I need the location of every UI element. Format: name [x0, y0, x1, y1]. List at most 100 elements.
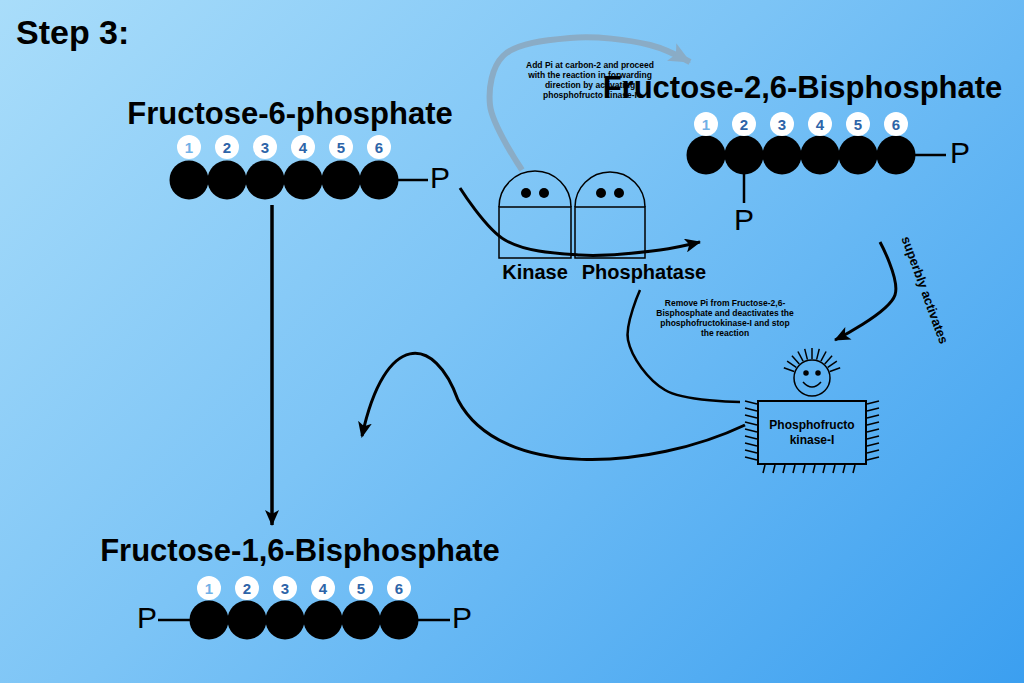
number-badge	[291, 135, 315, 159]
number-badge	[349, 576, 373, 600]
phosphate-label: P	[452, 602, 472, 634]
spike	[867, 436, 879, 439]
molecule-name: Fructose-6-phosphate	[127, 96, 453, 132]
spike	[745, 429, 757, 432]
spike	[817, 349, 820, 360]
carbon-atom	[763, 136, 802, 175]
spike	[823, 465, 825, 473]
carbon-atom	[170, 161, 209, 200]
carbon-atom	[360, 161, 399, 200]
bond	[915, 154, 946, 157]
spike	[828, 361, 837, 367]
number-badge	[329, 135, 353, 159]
carbon-atom	[208, 161, 247, 200]
number-badge	[197, 576, 221, 600]
carbon-atom	[284, 161, 323, 200]
spike	[745, 436, 757, 439]
spike	[745, 401, 757, 404]
number-badge	[367, 135, 391, 159]
phosphate-label: P	[734, 204, 754, 236]
number-badge	[387, 576, 411, 600]
note: Remove Pi from Fructose-2,6-Bisphosphate…	[655, 298, 795, 338]
carbon-atom	[190, 601, 229, 640]
spike	[843, 465, 845, 473]
spike	[745, 457, 757, 460]
callout-number: 6	[395, 580, 403, 597]
phosphate-label: P	[137, 602, 157, 634]
callout-number: 2	[740, 116, 748, 133]
enzyme-dome	[499, 171, 571, 207]
number-badge	[884, 112, 908, 136]
callout-number: 1	[205, 580, 213, 597]
spike	[745, 415, 757, 418]
molecule: Fructose-6-phosphate	[120, 88, 460, 205]
callout-number: 3	[261, 139, 269, 156]
molecule-name: Fructose-2,6-Bisphosphate	[603, 70, 1003, 106]
spike	[821, 352, 826, 362]
callout-number: 6	[892, 116, 900, 133]
callout-number: 6	[375, 139, 383, 156]
number-badges	[177, 135, 391, 159]
spike	[813, 465, 815, 473]
number-badge	[235, 576, 259, 600]
spike	[773, 465, 775, 473]
face	[794, 360, 830, 396]
smile	[803, 382, 821, 387]
molecule-name: Fructose-1,6-Bisphosphate	[100, 533, 500, 569]
callout-number: 5	[337, 139, 345, 156]
spike	[783, 465, 785, 473]
spike	[833, 465, 835, 473]
enzyme: Phosphatase	[573, 170, 715, 290]
spike	[745, 450, 757, 453]
carbon-atom	[839, 136, 878, 175]
spike	[792, 356, 799, 364]
connector	[835, 242, 896, 340]
dot	[539, 188, 549, 198]
enzyme-dots	[521, 188, 624, 198]
callout-number: 5	[854, 116, 862, 133]
enzyme-name: Phosphofructo kinase-I	[763, 418, 861, 448]
callout-number: 2	[223, 139, 231, 156]
carbon-atom	[266, 601, 305, 640]
spike	[867, 408, 879, 411]
connector	[460, 188, 700, 255]
enzyme-name: Phosphatase	[582, 261, 706, 284]
enzyme-box: Phosphofructo kinase-I	[757, 400, 867, 465]
phosphate-label: P	[430, 162, 450, 194]
enzyme: Kinase	[497, 170, 573, 290]
callout-number: 1	[185, 139, 193, 156]
number-badge	[311, 576, 335, 600]
bond	[398, 179, 428, 182]
callout-number: 1	[702, 116, 710, 133]
spike	[867, 443, 879, 446]
spike	[867, 457, 879, 460]
callout-number: 3	[778, 116, 786, 133]
number-badge	[770, 112, 794, 136]
number-badge	[215, 135, 239, 159]
number-badge	[732, 112, 756, 136]
spike	[805, 349, 808, 360]
carbon-atom	[687, 136, 726, 175]
spike	[867, 450, 879, 453]
connector	[270, 205, 274, 525]
callout-number: 4	[816, 116, 824, 133]
spike	[784, 368, 794, 372]
number-badge	[253, 135, 277, 159]
bond	[158, 619, 190, 622]
spike	[803, 465, 805, 473]
spike	[811, 348, 813, 359]
number-badge	[846, 112, 870, 136]
spike	[793, 465, 795, 473]
carbon-atom	[380, 601, 419, 640]
callout-number: 2	[243, 580, 251, 597]
title: Step 3:	[16, 12, 129, 52]
callout-number: 5	[357, 580, 365, 597]
enzyme-complex: Phosphofructo kinase-I	[740, 340, 890, 475]
enzyme-box	[575, 207, 645, 258]
eye	[816, 371, 820, 375]
carbon-atom	[342, 601, 381, 640]
spike	[745, 443, 757, 446]
spike	[830, 368, 840, 372]
callout-number: 3	[281, 580, 289, 597]
spike	[867, 429, 879, 432]
